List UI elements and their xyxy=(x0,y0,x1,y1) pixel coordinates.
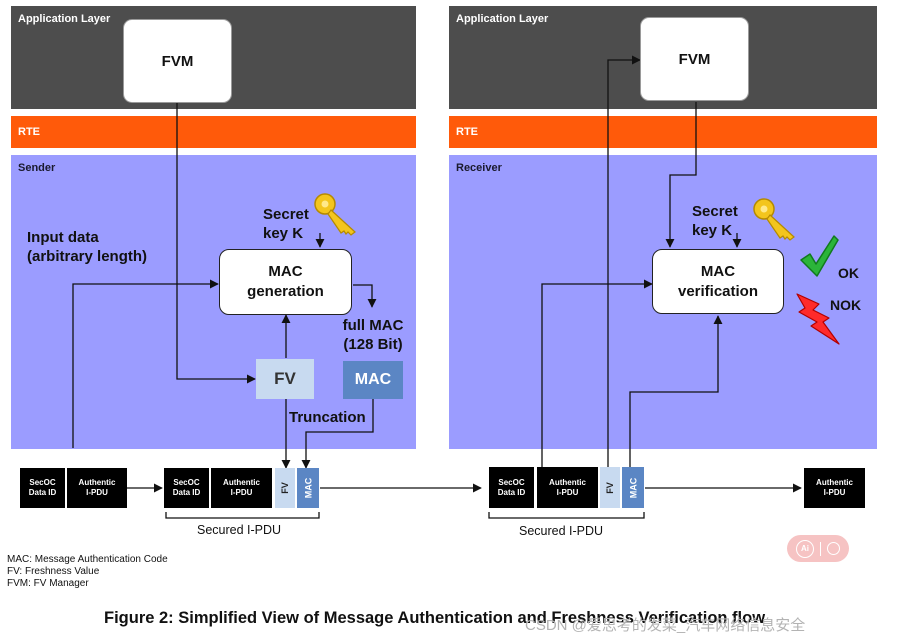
sender-rte-layer: RTE xyxy=(11,116,416,148)
pdu-secoc-data-id: SecOC Data ID xyxy=(20,468,65,508)
receiver-secret-key-label: Secret key K xyxy=(692,203,738,239)
sender-secured-secoc-data-id: SecOC Data ID xyxy=(164,468,209,508)
receiver-zone-label: Receiver xyxy=(456,162,502,174)
receiver-secured-authentic-ipdu: Authentic I-PDU xyxy=(537,467,598,508)
receiver-rte-layer: RTE xyxy=(449,116,877,148)
sender-secured-authentic-ipdu: Authentic I-PDU xyxy=(211,468,272,508)
receiver-output-authentic-ipdu: Authentic I-PDU xyxy=(804,468,865,508)
arrow-input-to-macgen xyxy=(72,279,219,448)
sender-mac-box: MAC xyxy=(343,361,403,399)
arrow-rx-data-to-macver xyxy=(541,279,653,467)
receiver-secured-mac: MAC xyxy=(622,467,644,508)
legend-mac: MAC: Message Authentication Code xyxy=(7,554,168,565)
sender-secured-ipdu-label: Secured I-PDU xyxy=(197,523,282,537)
arrow-mac-truncation xyxy=(301,399,374,469)
ai-icon: Ai xyxy=(796,539,814,558)
nok-label: NOK xyxy=(830,297,862,313)
sender-secured-fv-text: FV xyxy=(279,482,290,494)
ai-search-badge[interactable]: Ai xyxy=(787,535,849,562)
sender-fvm-box: FVM xyxy=(123,19,232,103)
sender-secret-key-label: Secret key K xyxy=(263,206,309,242)
input-data-label: Input data (arbitrary length) xyxy=(27,229,148,265)
full-mac-label: full MAC (128 Bit) xyxy=(342,317,404,353)
receiver-secured-fv-text: FV xyxy=(604,481,615,494)
brace-sender-secured xyxy=(165,512,320,519)
arrow-rx-mac-to-macver xyxy=(629,315,723,467)
sender-secured-fv: FV xyxy=(275,468,295,508)
arrow-rx-fv-to-fvm xyxy=(607,55,641,467)
badge-divider xyxy=(820,541,821,556)
mac-generation-box: MAC generation xyxy=(219,249,352,315)
receiver-secured-fv: FV xyxy=(600,467,620,508)
sender-secured-mac: MAC xyxy=(297,468,319,508)
arrow-macgen-to-fullmac xyxy=(353,284,377,308)
receiver-application-layer-label: Application Layer xyxy=(456,13,549,25)
mac-verification-box: MAC verification xyxy=(652,249,784,314)
arrow-fvm-to-macver xyxy=(665,102,697,248)
brace-receiver-secured xyxy=(488,512,645,519)
receiver-secured-ipdu-label: Secured I-PDU xyxy=(519,524,604,538)
ok-checkmark-icon xyxy=(800,235,839,277)
ok-label: OK xyxy=(838,265,859,281)
sender-fv-box: FV xyxy=(256,359,314,399)
pdu-authentic-ipdu: Authentic I-PDU xyxy=(67,468,127,508)
nok-lightning-icon xyxy=(796,293,840,345)
sender-rte-label: RTE xyxy=(18,126,40,138)
truncation-label: Truncation xyxy=(289,409,366,426)
sender-zone-label: Sender xyxy=(18,162,56,174)
arrow-fvm-to-fv xyxy=(176,103,256,384)
legend-fvm: FVM: FV Manager xyxy=(7,578,89,589)
legend-fv: FV: Freshness Value xyxy=(7,566,100,577)
receiver-rte-label: RTE xyxy=(456,126,478,138)
receiver-key-icon xyxy=(753,198,795,241)
receiver-secured-mac-text: MAC xyxy=(628,477,638,498)
search-icon xyxy=(827,542,840,555)
figure-caption: Figure 2: Simplified View of Message Aut… xyxy=(104,609,766,627)
sender-application-layer-label: Application Layer xyxy=(18,13,111,25)
receiver-fvm-box: FVM xyxy=(640,17,749,101)
sender-secured-mac-text: MAC xyxy=(303,477,313,499)
csdn-watermark: CSDN @爱思考的发菜_汽车网络信息安全 xyxy=(525,617,806,634)
sender-key-icon xyxy=(314,193,356,236)
receiver-secured-secoc-data-id: SecOC Data ID xyxy=(489,467,534,508)
